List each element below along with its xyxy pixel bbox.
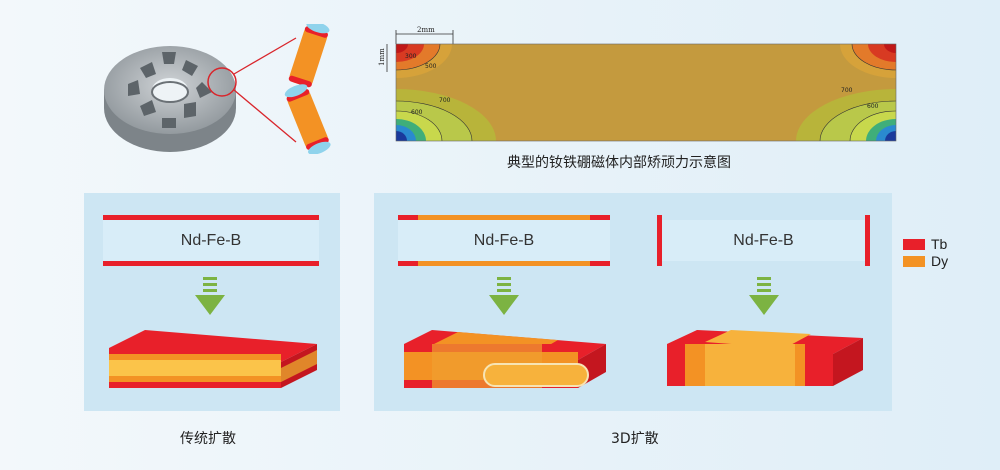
contour-label: 500 — [425, 63, 437, 70]
zoom-callout — [207, 37, 297, 143]
contour-label: 700 — [841, 87, 853, 94]
contour-label: 300 — [405, 53, 417, 60]
magnet-label: Nd-Fe-B — [733, 231, 794, 249]
magnified-grains-image — [284, 24, 331, 154]
scale-y-label: 1mm — [378, 48, 386, 66]
magnet-label: Nd-Fe-B — [180, 231, 242, 249]
down-arrow-icon — [195, 277, 225, 315]
3d-diffused-block-2 — [667, 330, 863, 386]
magnet-label-box: Nd-Fe-B — [103, 220, 319, 261]
contour-label: 600 — [411, 109, 423, 116]
contour-caption: 典型的钕铁硼磁体内部矫顽力示意图 — [507, 155, 731, 171]
legend-label: Tb — [931, 236, 948, 252]
tb-layer-bottom — [103, 261, 319, 266]
scale-x-label: 2mm — [417, 26, 435, 34]
coercivity-contour-map: 2mm 1mm — [378, 26, 897, 142]
legend-swatch-tb — [903, 238, 925, 250]
3d-caption: 3D扩散 — [611, 431, 659, 447]
tb-dy-layer-top — [398, 215, 610, 220]
tb-side-right — [865, 215, 870, 266]
tb-dy-layer-bottom — [398, 261, 610, 266]
tb-layer-top — [103, 215, 319, 220]
3d-diffused-block-1 — [404, 330, 606, 388]
legend-item-tb: Tb — [903, 236, 947, 252]
ring-magnet-image — [104, 46, 236, 152]
down-arrow-icon — [489, 277, 519, 315]
legend-item-dy: Dy — [903, 253, 948, 269]
contour-label: 600 — [867, 103, 879, 110]
contour-label: 700 — [439, 97, 451, 104]
magnet-label-box: Nd-Fe-B — [398, 220, 610, 261]
magnet-label: Nd-Fe-B — [473, 231, 535, 249]
tb-side-left — [657, 215, 662, 266]
legend-label: Dy — [931, 253, 949, 269]
traditional-diffused-block — [109, 330, 317, 388]
down-arrow-icon — [749, 277, 779, 315]
traditional-caption: 传统扩散 — [180, 431, 236, 447]
magnet-label-box: Nd-Fe-B — [662, 220, 865, 261]
legend-swatch-dy — [903, 255, 925, 267]
